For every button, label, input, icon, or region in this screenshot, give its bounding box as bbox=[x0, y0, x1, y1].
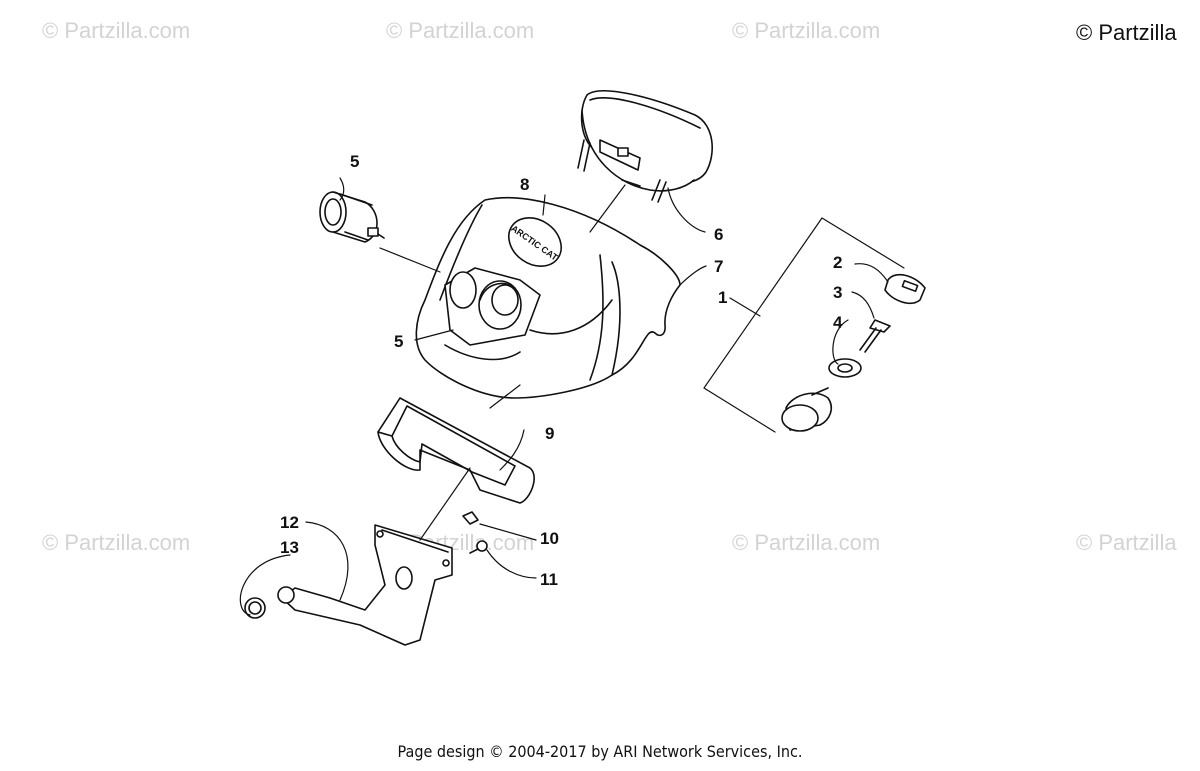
callout-5-outlet: 5 bbox=[350, 152, 360, 171]
fastener-parts bbox=[462, 511, 488, 554]
gauge-part bbox=[577, 90, 713, 203]
key-switch-part bbox=[781, 273, 926, 432]
callout-2: 2 bbox=[833, 253, 843, 272]
power-outlet-part bbox=[319, 191, 385, 243]
callout-6: 6 bbox=[714, 225, 724, 244]
bezel-part bbox=[377, 397, 535, 504]
callout-3: 3 bbox=[833, 283, 843, 302]
callout-5-socket: 5 bbox=[394, 332, 404, 351]
callout-13: 13 bbox=[280, 538, 299, 557]
leader-lines bbox=[239, 177, 905, 616]
mounting-bracket-part bbox=[244, 524, 453, 646]
callout-11: 11 bbox=[540, 570, 558, 589]
watermark: © Partzilla bbox=[1076, 530, 1177, 555]
watermark: © Partzilla.com bbox=[42, 530, 191, 555]
watermark: © Partzilla.com bbox=[732, 530, 881, 555]
callout-8: 8 bbox=[520, 175, 530, 194]
callout-1: 1 bbox=[718, 288, 728, 307]
callout-12: 12 bbox=[280, 513, 299, 532]
watermark-corner: © Partzilla bbox=[1076, 20, 1177, 45]
watermark: © Partzilla.com bbox=[732, 18, 881, 43]
callout-9: 9 bbox=[545, 424, 555, 443]
page-footer: Page design © 2004-2017 by ARI Network S… bbox=[397, 742, 803, 761]
dash-housing-part bbox=[415, 197, 681, 399]
callout-10: 10 bbox=[540, 529, 559, 548]
watermark: © Partzilla.com bbox=[386, 18, 535, 43]
callout-7: 7 bbox=[714, 257, 724, 276]
callout-4: 4 bbox=[833, 313, 843, 332]
watermark: © Partzilla.com bbox=[42, 18, 191, 43]
